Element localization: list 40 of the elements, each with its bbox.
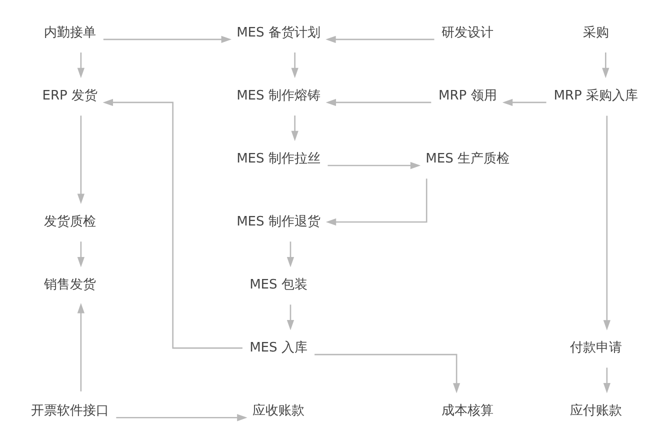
arrow: [314, 353, 460, 393]
arrow: [325, 178, 427, 226]
arrow: [102, 35, 231, 42]
node-text: 销售发货: [43, 276, 96, 292]
arrow: [76, 115, 84, 204]
arrow: [286, 304, 294, 330]
node-text: MES 制作拉丝: [236, 150, 320, 166]
arrow: [290, 52, 298, 78]
arrow: [290, 115, 298, 141]
arrow: [102, 98, 242, 348]
node-text: 应付账款: [569, 402, 622, 418]
node-text: MES 生产质检: [425, 150, 510, 166]
node-text: 研发设计: [441, 24, 494, 40]
node-text: MES 制作熔铸: [236, 88, 320, 103]
arrow: [602, 367, 610, 393]
node-text: 付款申请: [569, 340, 622, 355]
node-text: ERP 发货: [42, 88, 98, 103]
arrow: [602, 115, 610, 330]
arrow: [327, 161, 420, 169]
node-text: 发货质检: [43, 214, 96, 229]
arrow: [325, 98, 431, 106]
node-text: MRP 领用: [438, 88, 496, 103]
arrow: [76, 52, 84, 78]
node-text: 内勤接单: [43, 24, 96, 40]
arrow: [502, 98, 546, 106]
node-text: MES 包装: [249, 276, 307, 292]
node-text: MES 入库: [249, 340, 307, 355]
node-text: 应收账款: [252, 402, 304, 418]
node-text: MRP 采购入库: [553, 88, 638, 103]
arrow: [76, 241, 84, 267]
arrow: [602, 52, 609, 78]
arrow: [116, 414, 247, 421]
node-text: 采购: [582, 24, 608, 40]
node-text: MES 备货计划: [236, 24, 320, 40]
arrow: [76, 302, 84, 391]
arrow: [286, 241, 294, 267]
node-text: 成本核算: [441, 402, 494, 418]
node-text: 开票软件接口: [30, 402, 108, 418]
node-text: MES 制作退货: [236, 214, 320, 229]
arrow: [325, 35, 434, 42]
